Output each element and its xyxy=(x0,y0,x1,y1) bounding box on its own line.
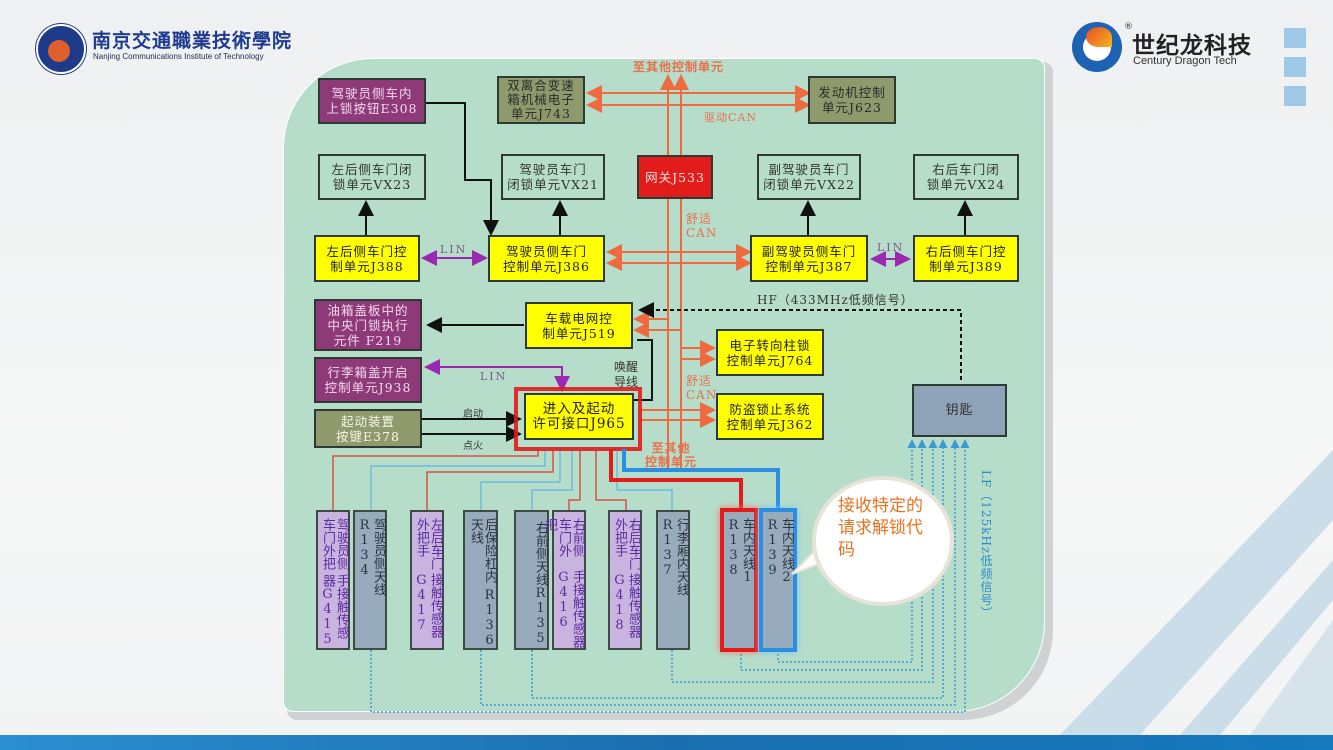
unit-g415-col1: 驾驶员侧车门外把 xyxy=(320,518,349,570)
label-wake-wire: 唤醒 导线 xyxy=(614,360,639,389)
school-logo: 南京交通職業技術學院 Nanjing Communications Instit… xyxy=(36,24,306,74)
unit-g418: 右后车门外把手 接触传感器G418 xyxy=(608,510,642,650)
brand-name-en: Century Dragon Tech xyxy=(1133,55,1237,67)
sensor-wires xyxy=(332,451,627,512)
unit-g415-col2: 手接触传感器G415 xyxy=(320,573,349,647)
box-j764: 电子转向柱锁 控制单元J764 xyxy=(716,329,824,376)
label-ignition: 点火 xyxy=(463,441,483,452)
label-lin-trunk: LIN xyxy=(480,370,508,383)
school-emblem-icon xyxy=(36,24,86,74)
box-j623: 发动机控制 单元J623 xyxy=(808,76,896,124)
hf-line xyxy=(638,302,962,380)
callout-bubble xyxy=(812,476,954,606)
unit-g416-col2: 手接触传感器G416 xyxy=(556,569,585,648)
r139-wire xyxy=(622,449,780,508)
unit-g415: 驾驶员侧车门外把 手接触传感器G415 xyxy=(316,510,350,650)
box-f219: 油箱盖板中的 中央门锁执行 元件 F219 xyxy=(314,299,422,351)
box-j533-gateway: 网关J533 xyxy=(637,155,713,199)
label-lin-right: LIN xyxy=(877,241,905,254)
brand-logo: ® 世纪龙科技 Century Dragon Tech xyxy=(1072,22,1272,74)
decor-square-3 xyxy=(1284,86,1306,106)
label-drive-can: 驱动CAN xyxy=(704,111,757,124)
box-vx22: 副驾驶员车门 闭锁单元VX22 xyxy=(757,154,861,200)
school-name-en: Nanjing Communications Institute of Tech… xyxy=(93,52,264,61)
registered-mark: ® xyxy=(1124,22,1133,32)
unit-g416: 右前侧车门外把 手接触传感器G416 xyxy=(542,510,586,650)
lin-lines xyxy=(421,250,911,392)
unit-r136-col2: R136 xyxy=(482,588,497,648)
box-vx24: 右后车门闭 锁单元VX24 xyxy=(913,154,1019,200)
label-lf: LF（125kHz低频信号） xyxy=(979,470,993,620)
can-backbone xyxy=(586,74,811,470)
box-j387: 副驾驶员侧车门 控制单元J387 xyxy=(750,235,868,282)
unit-g417-col2: 接触传感器G417 xyxy=(414,572,443,638)
box-j965: 进入及起动 许可接口J965 xyxy=(524,393,634,440)
label-comfort-can-2: 舒适 CAN xyxy=(686,374,718,402)
box-vx21: 驾驶员车门 闭锁单元VX21 xyxy=(501,154,605,200)
box-j519: 车载电网控 制单元J519 xyxy=(525,302,633,349)
unit-r136: 后保险杠内天线 R136 xyxy=(463,510,498,650)
unit-r136-col1: 后保险杠内天线 xyxy=(468,518,497,583)
decor-square-2 xyxy=(1284,57,1306,77)
unit-r138: 车内天线1 R138 xyxy=(720,508,758,652)
j965-highlight xyxy=(514,387,642,451)
label-comfort-can: 舒适 CAN xyxy=(686,212,718,240)
decor-square-1 xyxy=(1284,28,1306,48)
unit-r137: 行李厢内天线R137 xyxy=(656,510,690,650)
unit-r134: 驾驶员侧天线R134 xyxy=(353,510,387,650)
box-e308: 驾驶员侧车内 上锁按钮E308 xyxy=(318,78,426,124)
box-j386: 驾驶员侧车门 控制单元J386 xyxy=(488,235,605,282)
control-wires xyxy=(358,102,973,442)
unit-r135: 右前侧天线R135 xyxy=(514,510,549,650)
box-j743: 双离合变速 箱机械电子 单元J743 xyxy=(497,76,585,124)
unit-g417-col1: 左后车门外把手 xyxy=(414,518,443,570)
dragon-logo-icon xyxy=(1072,22,1122,72)
box-vx23: 左后侧车门闭 锁单元VX23 xyxy=(318,154,426,200)
box-j388: 左后侧车门控 制单元J388 xyxy=(314,235,420,282)
antenna-wires xyxy=(370,451,673,512)
label-lin-left: LIN xyxy=(440,243,468,256)
unit-g418-col2: 接触传感器G418 xyxy=(612,572,641,638)
label-start: 启动 xyxy=(463,409,483,420)
label-hf: HF（433MHz低频信号） xyxy=(757,293,914,307)
label-to-other-units: 至其他控制单元 xyxy=(633,60,725,74)
bottom-bar xyxy=(0,735,1333,750)
box-e378: 起动装置 按键E378 xyxy=(314,409,422,448)
r138-wire xyxy=(609,449,743,508)
unit-g417: 左后车门外把手 接触传感器G417 xyxy=(410,510,444,650)
box-j362: 防盗锁止系统 控制单元J362 xyxy=(716,393,824,440)
unit-r139: 车内天线2 R139 xyxy=(759,508,797,652)
box-key: 钥匙 xyxy=(912,384,1007,437)
school-name-cn: 南京交通職業技術學院 xyxy=(92,30,293,52)
label-to-other-units-bottom: 至其他 控制单元 xyxy=(645,441,698,469)
brand-name-cn: 世纪龙科技 xyxy=(1132,32,1252,58)
callout-text: 接收特定的请求解锁代码 xyxy=(838,496,923,560)
unit-g416-col1: 右前侧车门外把 xyxy=(542,518,585,557)
box-j389: 右后侧车门控 制单元J389 xyxy=(913,235,1019,282)
unit-g418-col1: 右后车门外把手 xyxy=(612,518,641,570)
box-j938: 行李箱盖开启 控制单元J938 xyxy=(314,357,422,403)
